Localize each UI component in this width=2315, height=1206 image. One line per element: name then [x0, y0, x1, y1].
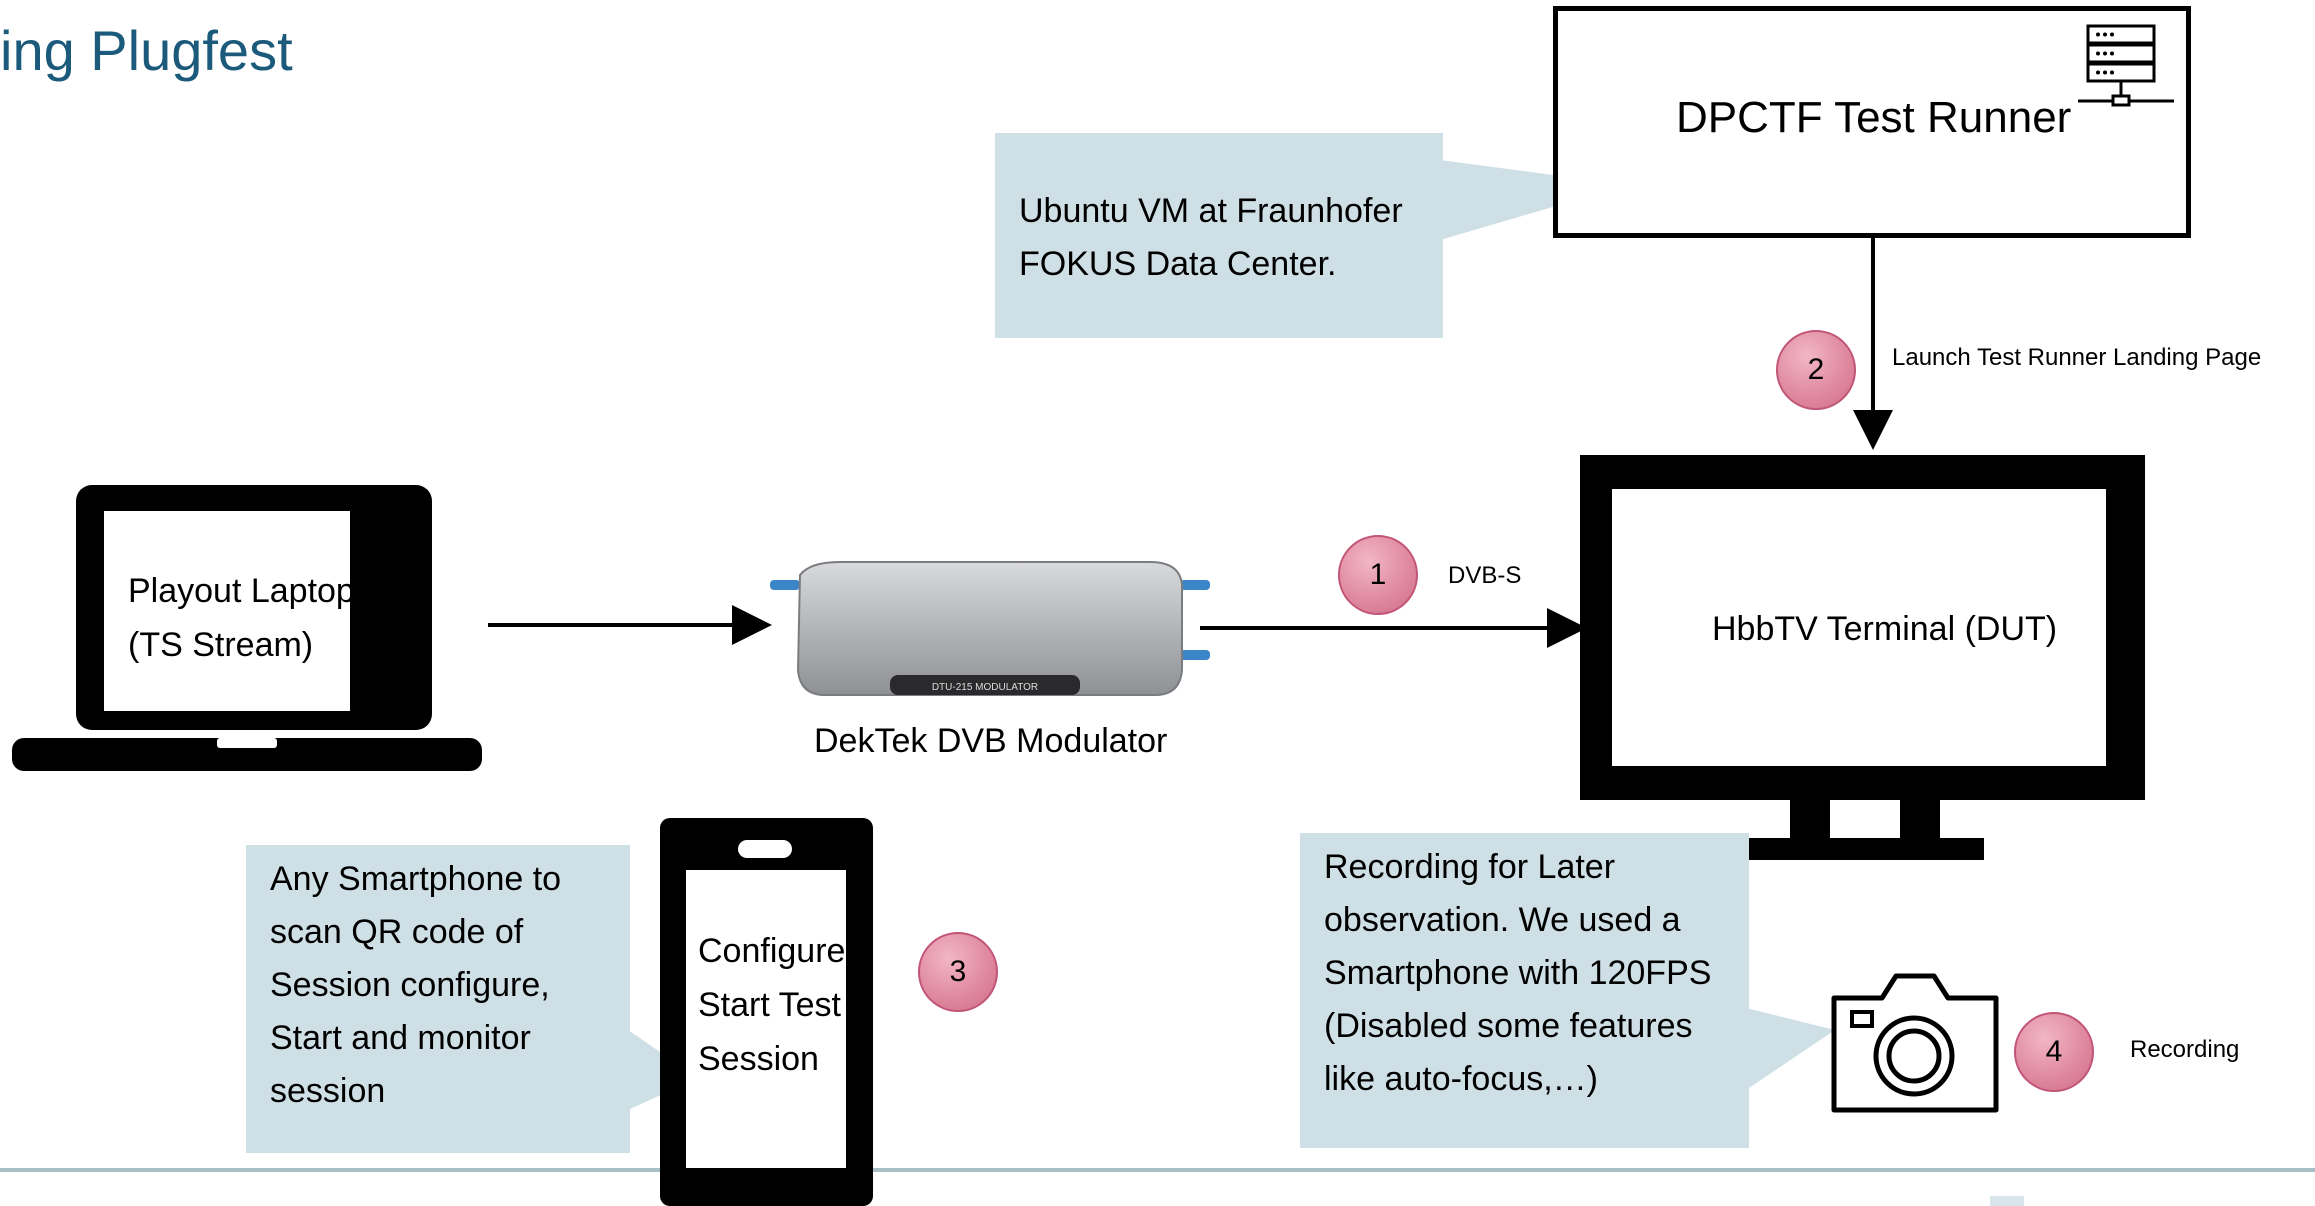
step-badge-2: 2 [1776, 330, 1856, 410]
smartphone-screen-line-3: Session [698, 1040, 819, 1078]
modulator-label: DekTek DVB Modulator [814, 722, 1168, 760]
callout-recording-line-3: Smartphone with 120FPS [1324, 954, 1712, 992]
hbbtv-terminal-label: HbbTV Terminal (DUT) [1712, 610, 2058, 648]
smartphone-screen-line-2: Start Test [698, 986, 841, 1024]
test-runner-box: DPCTF Test Runner [1553, 6, 2191, 238]
tv-icon [1580, 455, 2145, 860]
callout-smartphone-line-2: scan QR code of [270, 913, 524, 951]
step-badge-3: 3 [918, 932, 998, 1012]
callout-recording-line-2: observation. We used a [1324, 901, 1681, 939]
callout-ubuntu-line-2: FOKUS Data Center. [1019, 245, 1337, 283]
callout-smartphone-line-3: Session configure, [270, 966, 550, 1004]
callout-smartphone-line-5: session [270, 1072, 386, 1110]
step-label-4: Recording [2130, 1036, 2240, 1063]
playout-laptop-line-1: Playout Laptop [128, 572, 355, 610]
modulator-device-icon: DTU-215 MODULATOR [770, 561, 1210, 696]
callout-smartphone-line-1: Any Smartphone to [270, 860, 562, 898]
server-icon [2078, 24, 2174, 107]
modulator-device-label: DTU-215 MODULATOR [932, 682, 1038, 693]
callout-ubuntu-line-1: Ubuntu VM at Fraunhofer [1019, 192, 1403, 230]
playout-laptop-line-2: (TS Stream) [128, 626, 314, 664]
callout-recording-line-5: like auto-focus,…) [1324, 1060, 1598, 1098]
callout-smartphone-line-4: Start and monitor [270, 1019, 531, 1057]
smartphone-screen-line-1: Configure, [698, 932, 855, 970]
step-badge-4: 4 [2014, 1012, 2094, 1092]
test-runner-label: DPCTF Test Runner [1676, 93, 2072, 142]
callout-ubuntu-vm: Ubuntu VM at Fraunhofer FOKUS Data Cente… [995, 133, 1443, 338]
callout-recording-line-1: Recording for Later [1324, 848, 1616, 886]
footer-marker [1990, 1196, 2024, 1206]
callout-recording-line-4: (Disabled some features [1324, 1007, 1693, 1045]
step-label-1: DVB-S [1448, 562, 1522, 589]
step-badge-1: 1 [1338, 535, 1418, 615]
laptop-icon [12, 485, 482, 771]
step-label-2: Launch Test Runner Landing Page [1892, 344, 2262, 371]
page-title: ing Plugfest [0, 19, 293, 82]
smartphone-icon [660, 818, 873, 1206]
camera-icon [1831, 973, 1999, 1113]
callout-recording: Recording for Later observation. We used… [1300, 833, 1749, 1148]
callout-smartphone: Any Smartphone to scan QR code of Sessio… [246, 845, 630, 1153]
